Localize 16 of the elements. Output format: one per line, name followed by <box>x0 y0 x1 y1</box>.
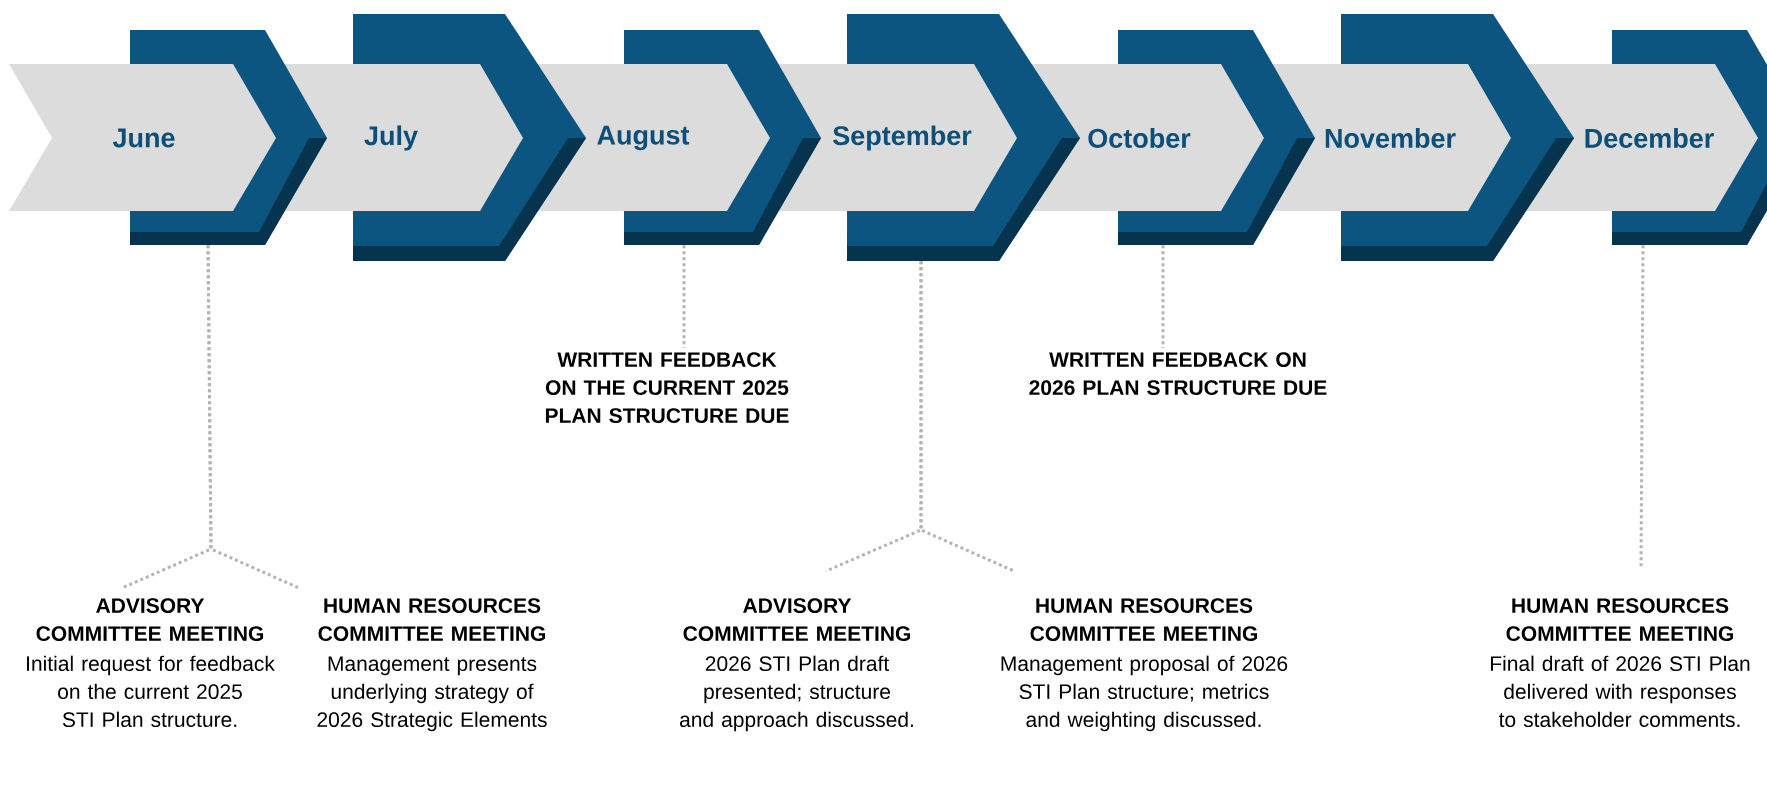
meeting-text: ADVISORY COMMITTEE MEETING 2026 STI Plan draft presented; structure and approach discussed. <box>680 598 913 732</box>
leader-line <box>206 245 300 590</box>
month-segment: June <box>9 30 327 245</box>
leader-line <box>1639 245 1645 567</box>
milestone-text: WRITTEN FEEDBACK ON THE CURRENT 2025 PLAN STRUCTURE DUE <box>545 352 789 424</box>
node-label: October <box>1088 128 1191 148</box>
milestone-text: WRITTEN FEEDBACK ON 2026 PLAN STRUCTURE DUE <box>1029 352 1327 396</box>
leader-line <box>1161 245 1165 348</box>
node-label: December <box>1585 128 1714 148</box>
meeting-text: HUMAN RESOURCES COMMITTEE MEETING Management presents underlying strategy of 2026 Strategic Elements <box>317 598 547 732</box>
meeting-text: HUMAN RESOURCES COMMITTEE MEETING Management proposal of 2026 STI Plan structure; metrics and weighting discussed. <box>1001 598 1288 732</box>
leader-line <box>919 261 1015 573</box>
leader-line <box>682 245 686 348</box>
node-label: August <box>597 125 690 151</box>
meeting-text: ADVISORY COMMITTEE MEETING Initial request for feedback on the current 2025 STI Plan structure. <box>27 598 275 728</box>
meeting-text: HUMAN RESOURCES COMMITTEE MEETING Final draft of 2026 STI Plan delivered with responses to stakeholder comments. <box>1491 598 1750 728</box>
